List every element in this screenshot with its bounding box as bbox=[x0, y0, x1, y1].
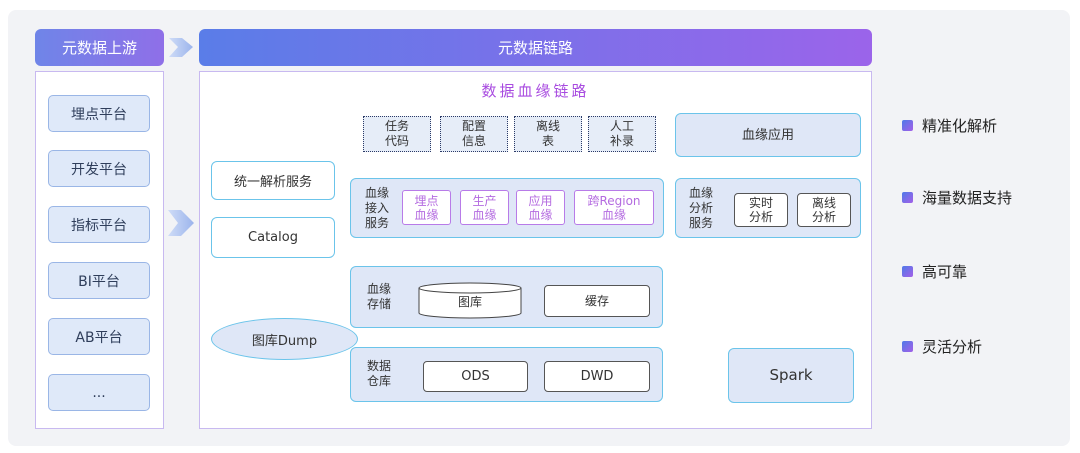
feature-label: 精准化解析 bbox=[922, 116, 998, 135]
upstream-item[interactable]: ... bbox=[48, 374, 150, 411]
access-label-line: 接入 bbox=[364, 200, 389, 215]
warehouse-label-line: 数据 bbox=[366, 359, 391, 373]
access-item-production[interactable]: 生产血缘 bbox=[460, 190, 509, 225]
feature-item: 高可靠 bbox=[902, 261, 967, 281]
storage-label-line: 血缘 bbox=[366, 282, 391, 296]
access-item-line: 跨Region bbox=[587, 193, 641, 208]
upstream-header-label: 元数据上游 bbox=[61, 39, 137, 57]
source-line: 代码 bbox=[384, 134, 409, 148]
access-label-line: 血缘 bbox=[364, 185, 389, 200]
spark-box[interactable]: Spark bbox=[728, 348, 854, 403]
upstream-item[interactable]: AB平台 bbox=[48, 318, 150, 355]
source-line: 配置 bbox=[461, 119, 486, 133]
access-item-line: 血缘 bbox=[601, 207, 626, 222]
feature-label: 灵活分析 bbox=[922, 337, 983, 356]
ods-box[interactable]: ODS bbox=[423, 361, 528, 392]
cache-box[interactable]: 缓存 bbox=[544, 285, 650, 317]
access-item-line: 埋点 bbox=[414, 193, 439, 208]
feature-item: 灵活分析 bbox=[902, 336, 982, 356]
unified-parse-service[interactable]: 统一解析服务 bbox=[211, 161, 335, 200]
analysis-offline[interactable]: 离线分析 bbox=[797, 193, 851, 227]
feature-label: 海量数据支持 bbox=[922, 188, 1013, 207]
catalog-box[interactable]: Catalog bbox=[211, 217, 335, 258]
access-label-line: 服务 bbox=[364, 215, 389, 230]
bullet-icon bbox=[902, 191, 913, 203]
bullet-icon bbox=[902, 265, 913, 277]
access-label: 血缘接入服务 bbox=[357, 182, 397, 234]
source-config-info[interactable]: 配置信息 bbox=[440, 116, 508, 152]
analysis-label-line: 血缘 bbox=[688, 185, 713, 200]
analysis-item-line: 实时 bbox=[748, 196, 773, 210]
graph-dump[interactable]: 图库Dump bbox=[211, 318, 358, 360]
analysis-realtime[interactable]: 实时分析 bbox=[734, 193, 788, 227]
source-line: 表 bbox=[541, 134, 554, 148]
chain-title: 数据血缘链路 bbox=[481, 82, 590, 100]
source-line: 信息 bbox=[461, 134, 486, 148]
source-offline-table[interactable]: 离线表 bbox=[514, 116, 582, 152]
chain-header-label: 元数据链路 bbox=[497, 39, 573, 57]
source-line: 人工 bbox=[609, 119, 634, 133]
upstream-item[interactable]: 指标平台 bbox=[48, 206, 150, 243]
analysis-label: 血缘分析服务 bbox=[681, 182, 721, 234]
source-manual-entry[interactable]: 人工补录 bbox=[588, 116, 656, 152]
access-item-application[interactable]: 应用血缘 bbox=[516, 190, 565, 225]
upstream-item[interactable]: 埋点平台 bbox=[48, 95, 150, 132]
access-item-line: 应用 bbox=[528, 193, 553, 208]
analysis-item-line: 分析 bbox=[811, 210, 836, 224]
feature-label: 高可靠 bbox=[922, 262, 968, 281]
upstream-header: 元数据上游 bbox=[35, 29, 164, 66]
analysis-item-line: 离线 bbox=[811, 196, 836, 210]
upstream-item[interactable]: BI平台 bbox=[48, 262, 150, 299]
access-item-line: 血缘 bbox=[528, 207, 553, 222]
access-item-line: 血缘 bbox=[472, 207, 497, 222]
source-task-code[interactable]: 任务代码 bbox=[363, 116, 431, 152]
access-item-line: 生产 bbox=[472, 193, 497, 208]
source-line: 离线 bbox=[535, 119, 560, 133]
chain-header: 元数据链路 bbox=[199, 29, 872, 66]
bullet-icon bbox=[902, 119, 913, 131]
bullet-icon bbox=[902, 340, 913, 352]
access-item-tracking[interactable]: 埋点血缘 bbox=[402, 190, 451, 225]
source-line: 任务 bbox=[384, 119, 409, 133]
source-line: 补录 bbox=[609, 134, 634, 148]
graph-db-cylinder[interactable] bbox=[418, 282, 522, 320]
analysis-label-line: 服务 bbox=[688, 215, 713, 230]
lineage-application[interactable]: 血缘应用 bbox=[675, 113, 861, 157]
access-item-line: 血缘 bbox=[414, 207, 439, 222]
graph-db-label: 图库 bbox=[457, 294, 482, 309]
feature-item: 精准化解析 bbox=[902, 115, 997, 135]
storage-label-line: 存储 bbox=[366, 297, 391, 311]
upstream-item[interactable]: 开发平台 bbox=[48, 150, 150, 187]
analysis-item-line: 分析 bbox=[748, 210, 773, 224]
dwd-box[interactable]: DWD bbox=[544, 361, 650, 392]
warehouse-label: 数据仓库 bbox=[362, 353, 396, 395]
warehouse-label-line: 仓库 bbox=[366, 374, 391, 388]
feature-item: 海量数据支持 bbox=[902, 187, 1012, 207]
storage-label: 血缘存储 bbox=[362, 276, 396, 318]
analysis-label-line: 分析 bbox=[688, 200, 713, 215]
